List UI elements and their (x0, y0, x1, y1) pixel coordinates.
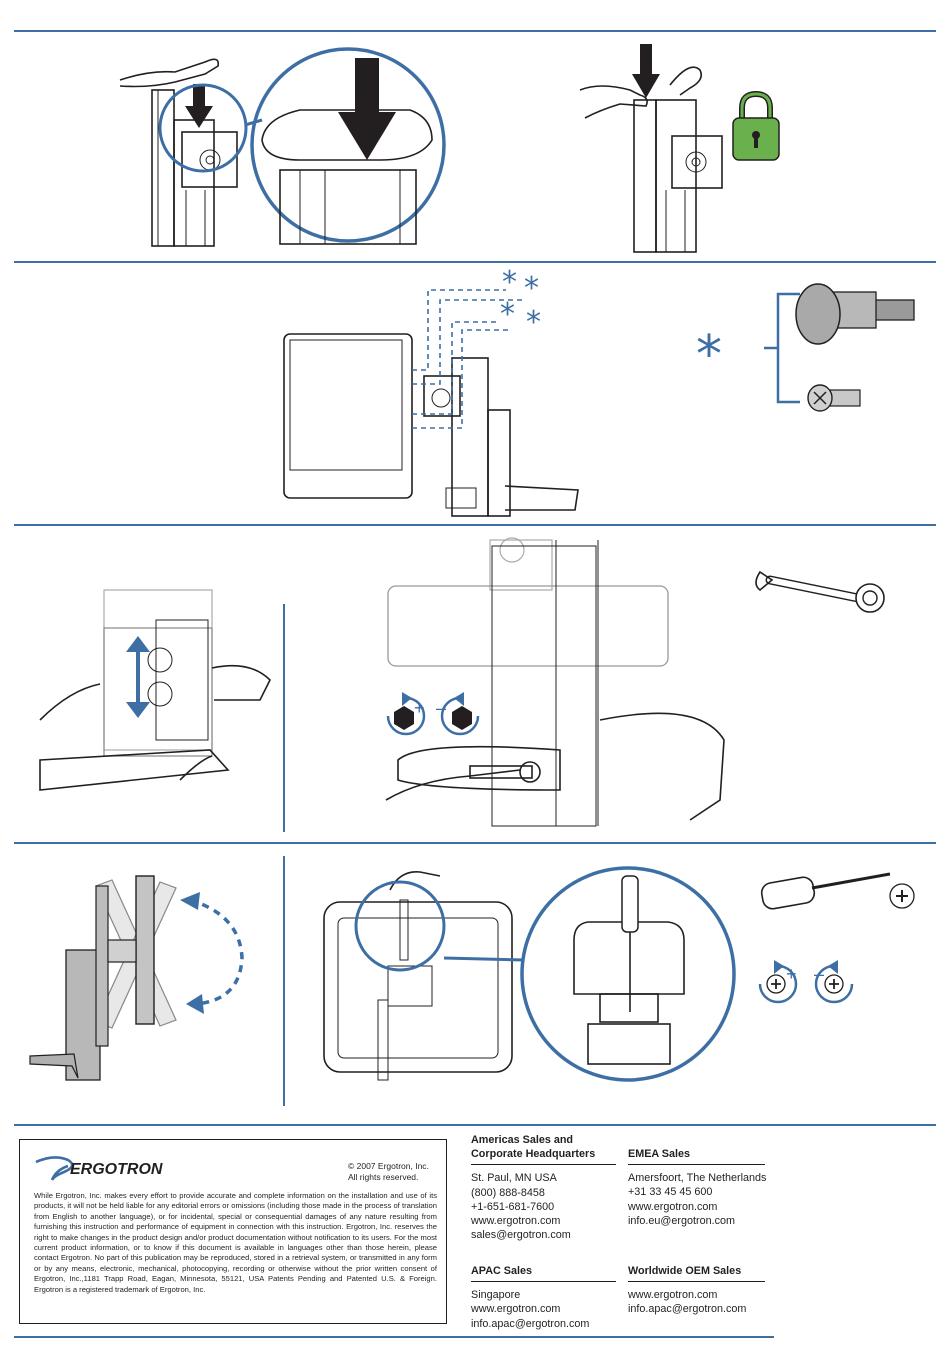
illustration-tilt (29, 875, 244, 1081)
svg-text:*: * (526, 305, 541, 340)
contact-line: info.apac@ergotron.com (471, 1317, 590, 1330)
contact-line: sales@ergotron.com (471, 1229, 571, 1242)
screwdriver-icon (760, 872, 891, 910)
contact-line: Amersfoort, The Netherlands (628, 1172, 767, 1185)
contact-emea: EMEA Sales Amersfoort, The Netherlands +… (628, 1147, 767, 1228)
contact-line: www.ergotron.com (471, 1215, 561, 1228)
svg-text:*: * (500, 297, 515, 332)
copyright-rights: All rights reserved. (348, 1172, 419, 1182)
illustration-tension-adjust (323, 866, 736, 1082)
legal-notice-box: ERGOTRON © 2007 Ergotron, Inc. All right… (19, 1139, 447, 1324)
svg-text:+: + (414, 698, 425, 718)
ergotron-logo: ERGOTRON (34, 1152, 204, 1182)
contact-americas: Americas Sales and Corporate Headquarter… (471, 1133, 616, 1242)
installation-illustrations: * * * * * (29, 44, 915, 1082)
contact-oem: Worldwide OEM Sales www.ergotron.com inf… (628, 1264, 765, 1317)
svg-text:ERGOTRON: ERGOTRON (70, 1161, 163, 1178)
svg-text:+: + (786, 964, 797, 984)
rotate-clockwise-plus-icon: + (386, 692, 426, 736)
section-divider (14, 842, 936, 844)
section-divider (14, 524, 936, 526)
svg-text:*: * (524, 271, 539, 306)
contact-heading: Americas Sales and (471, 1134, 574, 1146)
rotate-clockwise-plus-icon: + (758, 960, 798, 1004)
contact-heading: Corporate Headquarters (471, 1148, 596, 1161)
illustration-wrench-adjust: + – (385, 537, 725, 827)
illustration-cap-press (119, 47, 446, 247)
phillips-head-icon (889, 883, 915, 909)
section-divider (14, 1124, 936, 1126)
section-divider (14, 261, 936, 263)
section-divider (14, 30, 936, 32)
illustration-height-adjust (39, 589, 271, 791)
contact-line: www.ergotron.com (628, 1289, 718, 1302)
legal-disclaimer: While Ergotron, Inc. makes every effort … (34, 1191, 437, 1294)
copyright-year: © 2007 Ergotron, Inc. (348, 1161, 429, 1171)
contact-line: St. Paul, MN USA (471, 1172, 557, 1185)
illustration-screw-options: * (696, 283, 915, 412)
rotate-counterclockwise-minus-icon: – (814, 960, 854, 1004)
contact-line: www.ergotron.com (628, 1200, 718, 1213)
illustration-monitor-attach: * * * * (283, 265, 579, 517)
contact-line: +1-651-681-7600 (471, 1200, 555, 1213)
wrench-icon (755, 570, 885, 613)
contact-line: info.eu@ergotron.com (628, 1214, 735, 1227)
svg-text:–: – (814, 964, 824, 984)
contact-apac: APAC Sales Singapore www.ergotron.com in… (471, 1264, 616, 1331)
contact-line: (800) 888-8458 (471, 1186, 545, 1199)
step-divider (283, 856, 285, 1106)
rotate-counterclockwise-minus-icon: – (436, 692, 480, 736)
contact-line: Singapore (471, 1289, 521, 1302)
asterisk-icon: * (696, 325, 722, 385)
lock-icon (732, 90, 780, 161)
contact-line: +31 33 45 45 600 (628, 1186, 713, 1199)
contact-heading: Worldwide OEM Sales (628, 1265, 742, 1277)
illustration-cap-locked (579, 44, 780, 253)
copyright: © 2007 Ergotron, Inc. All rights reserve… (348, 1161, 443, 1183)
contact-heading: APAC Sales (471, 1265, 533, 1277)
svg-text:–: – (436, 698, 446, 718)
contact-heading: EMEA Sales (628, 1148, 691, 1160)
contact-line: info.apac@ergotron.com (628, 1303, 747, 1316)
contact-line: www.ergotron.com (471, 1303, 561, 1316)
svg-text:*: * (502, 265, 517, 300)
section-divider (14, 1336, 774, 1338)
step-divider (283, 604, 285, 832)
